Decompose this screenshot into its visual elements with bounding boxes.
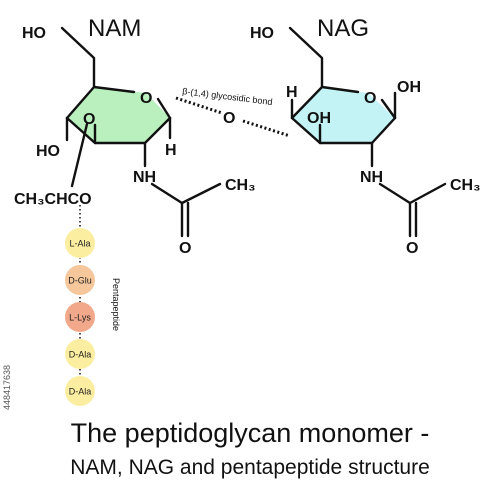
nam-ether-o: O xyxy=(83,111,95,128)
nam-label: NAM xyxy=(88,15,141,42)
nam-ring xyxy=(67,87,170,143)
residue-5-circle xyxy=(65,376,95,406)
glycosidic-bond xyxy=(175,96,291,138)
watermark-id: 448417638 xyxy=(2,364,12,410)
pentapeptide-label: Pentapeptide xyxy=(111,278,121,331)
nam-ring-o: O xyxy=(140,90,152,107)
nag-ring-o: O xyxy=(364,90,376,107)
glycosidic-bond-label: β-(1,4) glycosidic bond xyxy=(182,86,273,107)
nag-nh: NH xyxy=(360,169,383,186)
residue-3-circle xyxy=(65,302,95,332)
nag-ch3: CH₃ xyxy=(450,177,481,194)
nam-lactyl: CH₃CHCO xyxy=(14,191,92,208)
nag-ho-top: HO xyxy=(250,25,274,42)
residue-1-circle xyxy=(65,228,95,258)
residue-4-label: D-Ala xyxy=(69,350,92,360)
glycosidic-o: O xyxy=(223,110,235,127)
title-line-1: The peptidoglycan monomer - xyxy=(70,418,430,448)
residue-3-label: L-Lys xyxy=(69,313,91,323)
nam-ch3: CH₃ xyxy=(225,177,256,194)
nag-carbonyl-o: O xyxy=(406,240,418,257)
nam-h: H xyxy=(165,142,177,159)
nam-carbonyl-o: O xyxy=(179,240,191,257)
nag-oh-left: OH xyxy=(307,110,331,127)
nam-ho-top: HO xyxy=(22,25,46,42)
title-line-2: NAM, NAG and pentapeptide structure xyxy=(70,456,430,479)
residue-5-label: D-Ala xyxy=(69,387,92,397)
nam-ho-left: HO xyxy=(36,143,60,160)
nag-label: NAG xyxy=(317,15,369,42)
residue-1-label: L-Ala xyxy=(69,239,90,249)
residue-4-circle xyxy=(65,339,95,369)
residue-2-circle xyxy=(65,265,95,295)
nag-ring xyxy=(292,87,395,143)
residue-2-label: D-Glu xyxy=(68,276,92,286)
nag-h: H xyxy=(286,84,298,101)
nam-nh: NH xyxy=(133,169,156,186)
nag-oh-right: OH xyxy=(397,79,421,96)
nam-bonds xyxy=(60,26,222,238)
nag-bonds xyxy=(288,26,447,238)
